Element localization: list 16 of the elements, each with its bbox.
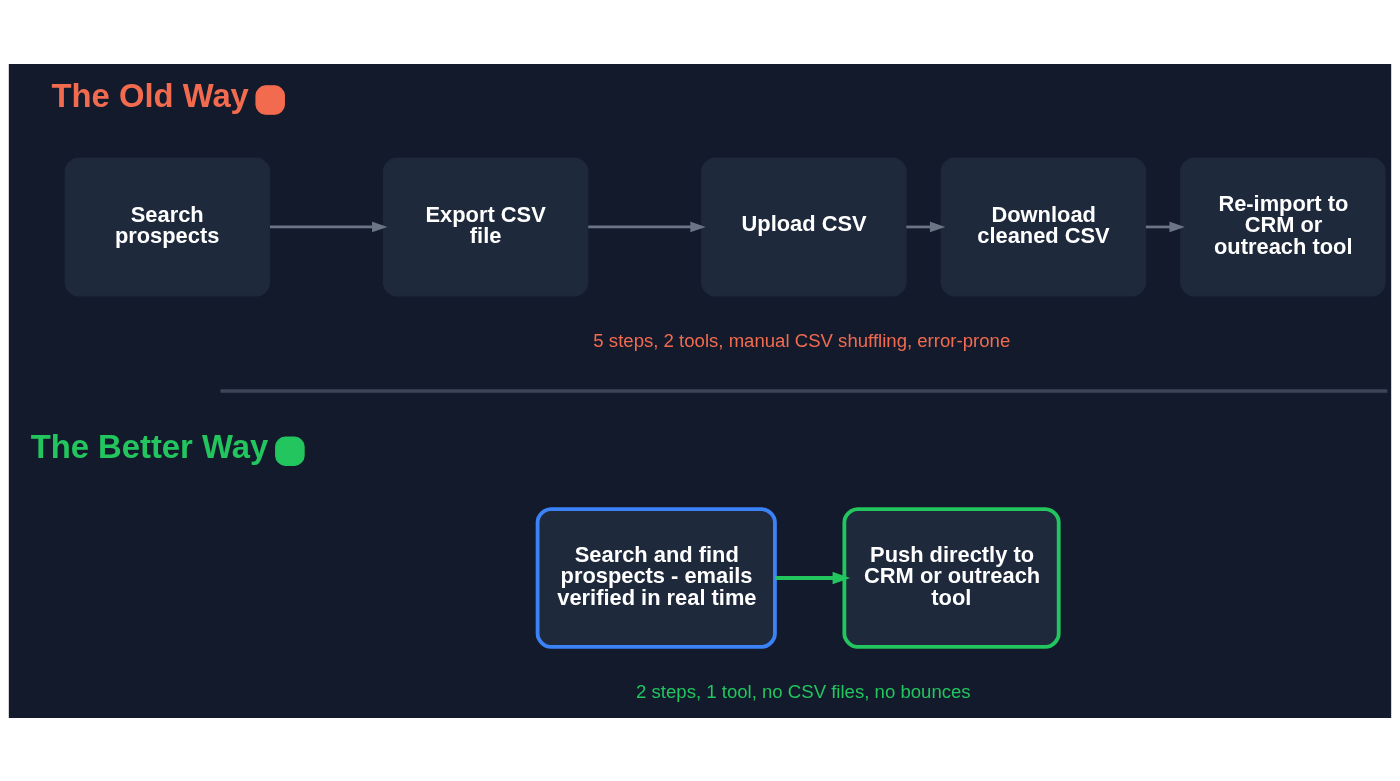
node-box: Re-import to CRM or outreach tool xyxy=(1180,157,1386,296)
label: 2 steps, 1 tool, no CSV files, no bounces xyxy=(636,680,971,702)
arrow xyxy=(775,571,851,584)
label: The Old Way xyxy=(51,76,249,114)
arrow xyxy=(906,221,946,232)
node-box: Upload CSV xyxy=(701,157,907,296)
node-box: Search prospects xyxy=(64,157,271,296)
label: The Better Way xyxy=(30,427,269,465)
node-box: Download cleaned CSV xyxy=(940,157,1147,296)
label: 5 steps, 2 tools, manual CSV shuffling, error-prone xyxy=(593,329,1011,351)
node-box: Export CSV file xyxy=(382,157,589,296)
arrow xyxy=(588,221,706,232)
arrow xyxy=(269,221,388,232)
node-box: Search and find prospects - emails verified in real time xyxy=(535,506,777,649)
node-box: Push directly to CRM or outreach tool xyxy=(842,506,1061,649)
arrow xyxy=(1145,221,1185,232)
